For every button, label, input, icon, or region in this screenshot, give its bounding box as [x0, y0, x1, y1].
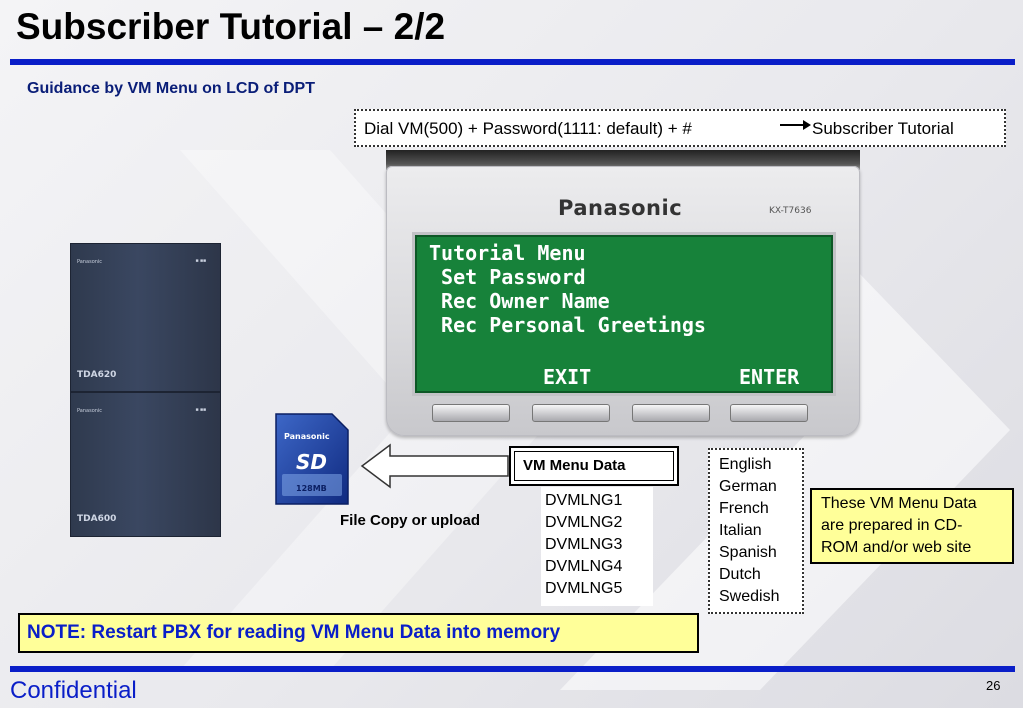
phone-display-panel: Panasonic KX-T7636 Tutorial Menu Set Pas… [386, 166, 860, 436]
vm-menu-data-frame [514, 451, 674, 481]
restart-note-box: NOTE: Restart PBX for reading VM Menu Da… [18, 613, 699, 653]
lcd-screen: Tutorial Menu Set Password Rec Owner Nam… [412, 232, 836, 396]
restart-note: NOTE: Restart PBX for reading VM Menu Da… [27, 622, 561, 643]
list-item: German [719, 478, 777, 495]
list-item: DVMLNG3 [545, 536, 623, 553]
page-number: 26 [986, 678, 1001, 693]
pbx-unit-lower: Panasonic ■ ■■ TDA600 [70, 392, 221, 537]
dial-destination: Subscriber Tutorial [812, 119, 954, 138]
list-item: French [719, 500, 769, 517]
phone-brand: Panasonic [558, 196, 683, 220]
pbx-unit-upper: Panasonic ■ ■■ TDA620 [70, 243, 221, 392]
list-item: Spanish [719, 544, 777, 561]
lcd-menu-item: Rec Personal Greetings [429, 313, 706, 337]
info-line: ROM and/or web site [821, 539, 972, 556]
list-item: Italian [719, 522, 762, 539]
pbx-brand: Panasonic [77, 259, 103, 265]
dial-instruction: Dial VM(500) + Password(1111: default) +… [364, 119, 692, 138]
page-title: Subscriber Tutorial – 2/2 [16, 6, 446, 47]
page-subtitle: Guidance by VM Menu on LCD of DPT [27, 80, 315, 97]
title-divider [10, 59, 1015, 65]
sd-logo: SD [296, 450, 328, 474]
pbx-brand: Panasonic [77, 408, 103, 414]
vm-file-list: DVMLNG1 DVMLNG2 DVMLNG3 DVMLNG4 DVMLNG5 [541, 487, 653, 606]
dial-instruction-box: Dial VM(500) + Password(1111: default) +… [354, 109, 1006, 147]
phone-model: KX-T7636 [769, 206, 812, 216]
lcd-softkey-exit: EXIT [543, 365, 592, 389]
soft-key-4[interactable] [730, 404, 808, 422]
language-list: English German French Italian Spanish Du… [708, 448, 804, 614]
lcd-menu-item: Set Password [429, 265, 586, 289]
right-arrow-icon [780, 120, 811, 130]
info-callout: These VM Menu Data are prepared in CD- R… [810, 488, 1014, 564]
list-item: Dutch [719, 566, 761, 583]
vm-menu-data-title: VM Menu Data [523, 457, 626, 474]
file-copy-label: File Copy or upload [340, 512, 481, 529]
soft-key-2[interactable] [532, 404, 610, 422]
pbx-indicator: ■ ■■ [195, 407, 206, 413]
list-item: English [719, 456, 772, 473]
vm-menu-data-box: VM Menu Data [509, 446, 679, 486]
lcd-menu-item: Rec Owner Name [429, 289, 610, 313]
pbx-model: TDA620 [77, 370, 117, 380]
phone-top-edge [386, 150, 860, 170]
footer-confidential: Confidential [10, 677, 137, 704]
list-item: Swedish [719, 588, 780, 605]
lcd-softkey-enter: ENTER [739, 365, 800, 389]
info-line: These VM Menu Data [821, 495, 977, 512]
sd-card: Panasonic SD 128MB [274, 412, 350, 506]
list-item: DVMLNG5 [545, 580, 623, 597]
info-line: are prepared in CD- [821, 517, 963, 534]
list-item: DVMLNG1 [545, 492, 623, 509]
list-item: DVMLNG2 [545, 514, 623, 531]
soft-key-3[interactable] [632, 404, 710, 422]
sd-capacity: 128MB [296, 484, 327, 493]
pbx-indicator: ■ ■■ [195, 258, 206, 264]
sd-card-icon [275, 413, 349, 505]
soft-key-1[interactable] [432, 404, 510, 422]
list-item: DVMLNG4 [545, 558, 623, 575]
pbx-model: TDA600 [77, 514, 117, 524]
footer-divider [10, 666, 1015, 672]
left-arrow-icon [360, 443, 509, 489]
sd-brand: Panasonic [284, 432, 330, 441]
lcd-menu-title: Tutorial Menu [429, 241, 586, 265]
